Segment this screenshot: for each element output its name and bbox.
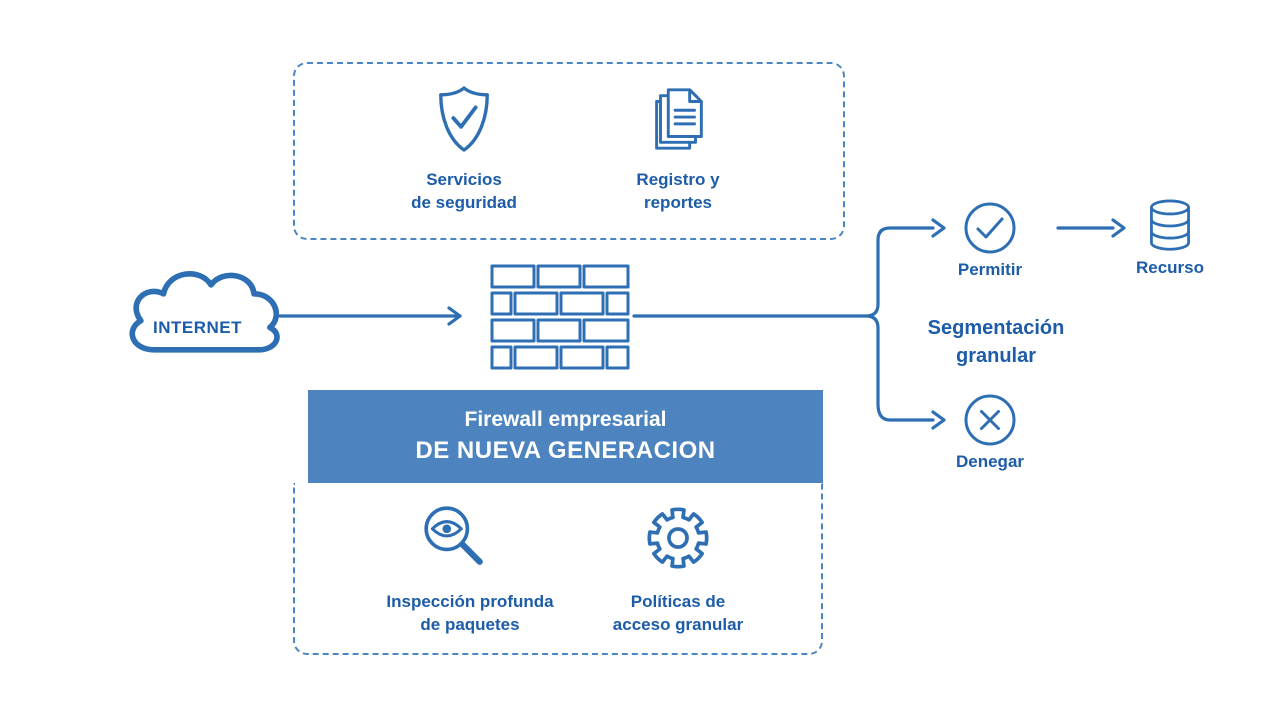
arrowhead-resource (1111, 218, 1126, 238)
gear-icon (644, 504, 712, 572)
deep-inspection-label: Inspección profunda de paquetes (386, 592, 554, 635)
connector-firewall-to-permit (632, 226, 935, 318)
deny-label: Denegar (955, 452, 1025, 471)
shield-check-icon (433, 84, 495, 154)
reports-label: Registro y reportes (636, 170, 720, 213)
internet-label: INTERNET (153, 318, 242, 337)
magnifier-eye-icon (420, 502, 488, 570)
security-services-panel (293, 62, 845, 240)
firewall-banner: Firewall empresarial DE NUEVA GENERACION (308, 390, 823, 483)
arrowhead-permit (931, 218, 946, 238)
security-services-label: Servicios de seguridad (411, 170, 517, 213)
arrowhead-internet-to-firewall (447, 306, 462, 326)
banner-line1: Firewall empresarial (464, 408, 667, 431)
resource-label: Recurso (1135, 258, 1205, 277)
internet-cloud-icon (116, 258, 297, 370)
report-pages-icon (646, 84, 710, 154)
brick-wall-icon (490, 264, 630, 370)
check-circle-icon (962, 200, 1018, 256)
cross-circle-icon (962, 392, 1018, 448)
arrowhead-deny (931, 410, 946, 430)
database-icon (1144, 196, 1196, 256)
features-panel (293, 483, 823, 655)
segmentation-label: Segmentación granular (927, 317, 1065, 367)
granular-policies-label: Políticas de acceso granular (612, 592, 744, 635)
banner-line2: DE NUEVA GENERACION (415, 437, 716, 464)
permit-label: Permitir (957, 260, 1023, 279)
